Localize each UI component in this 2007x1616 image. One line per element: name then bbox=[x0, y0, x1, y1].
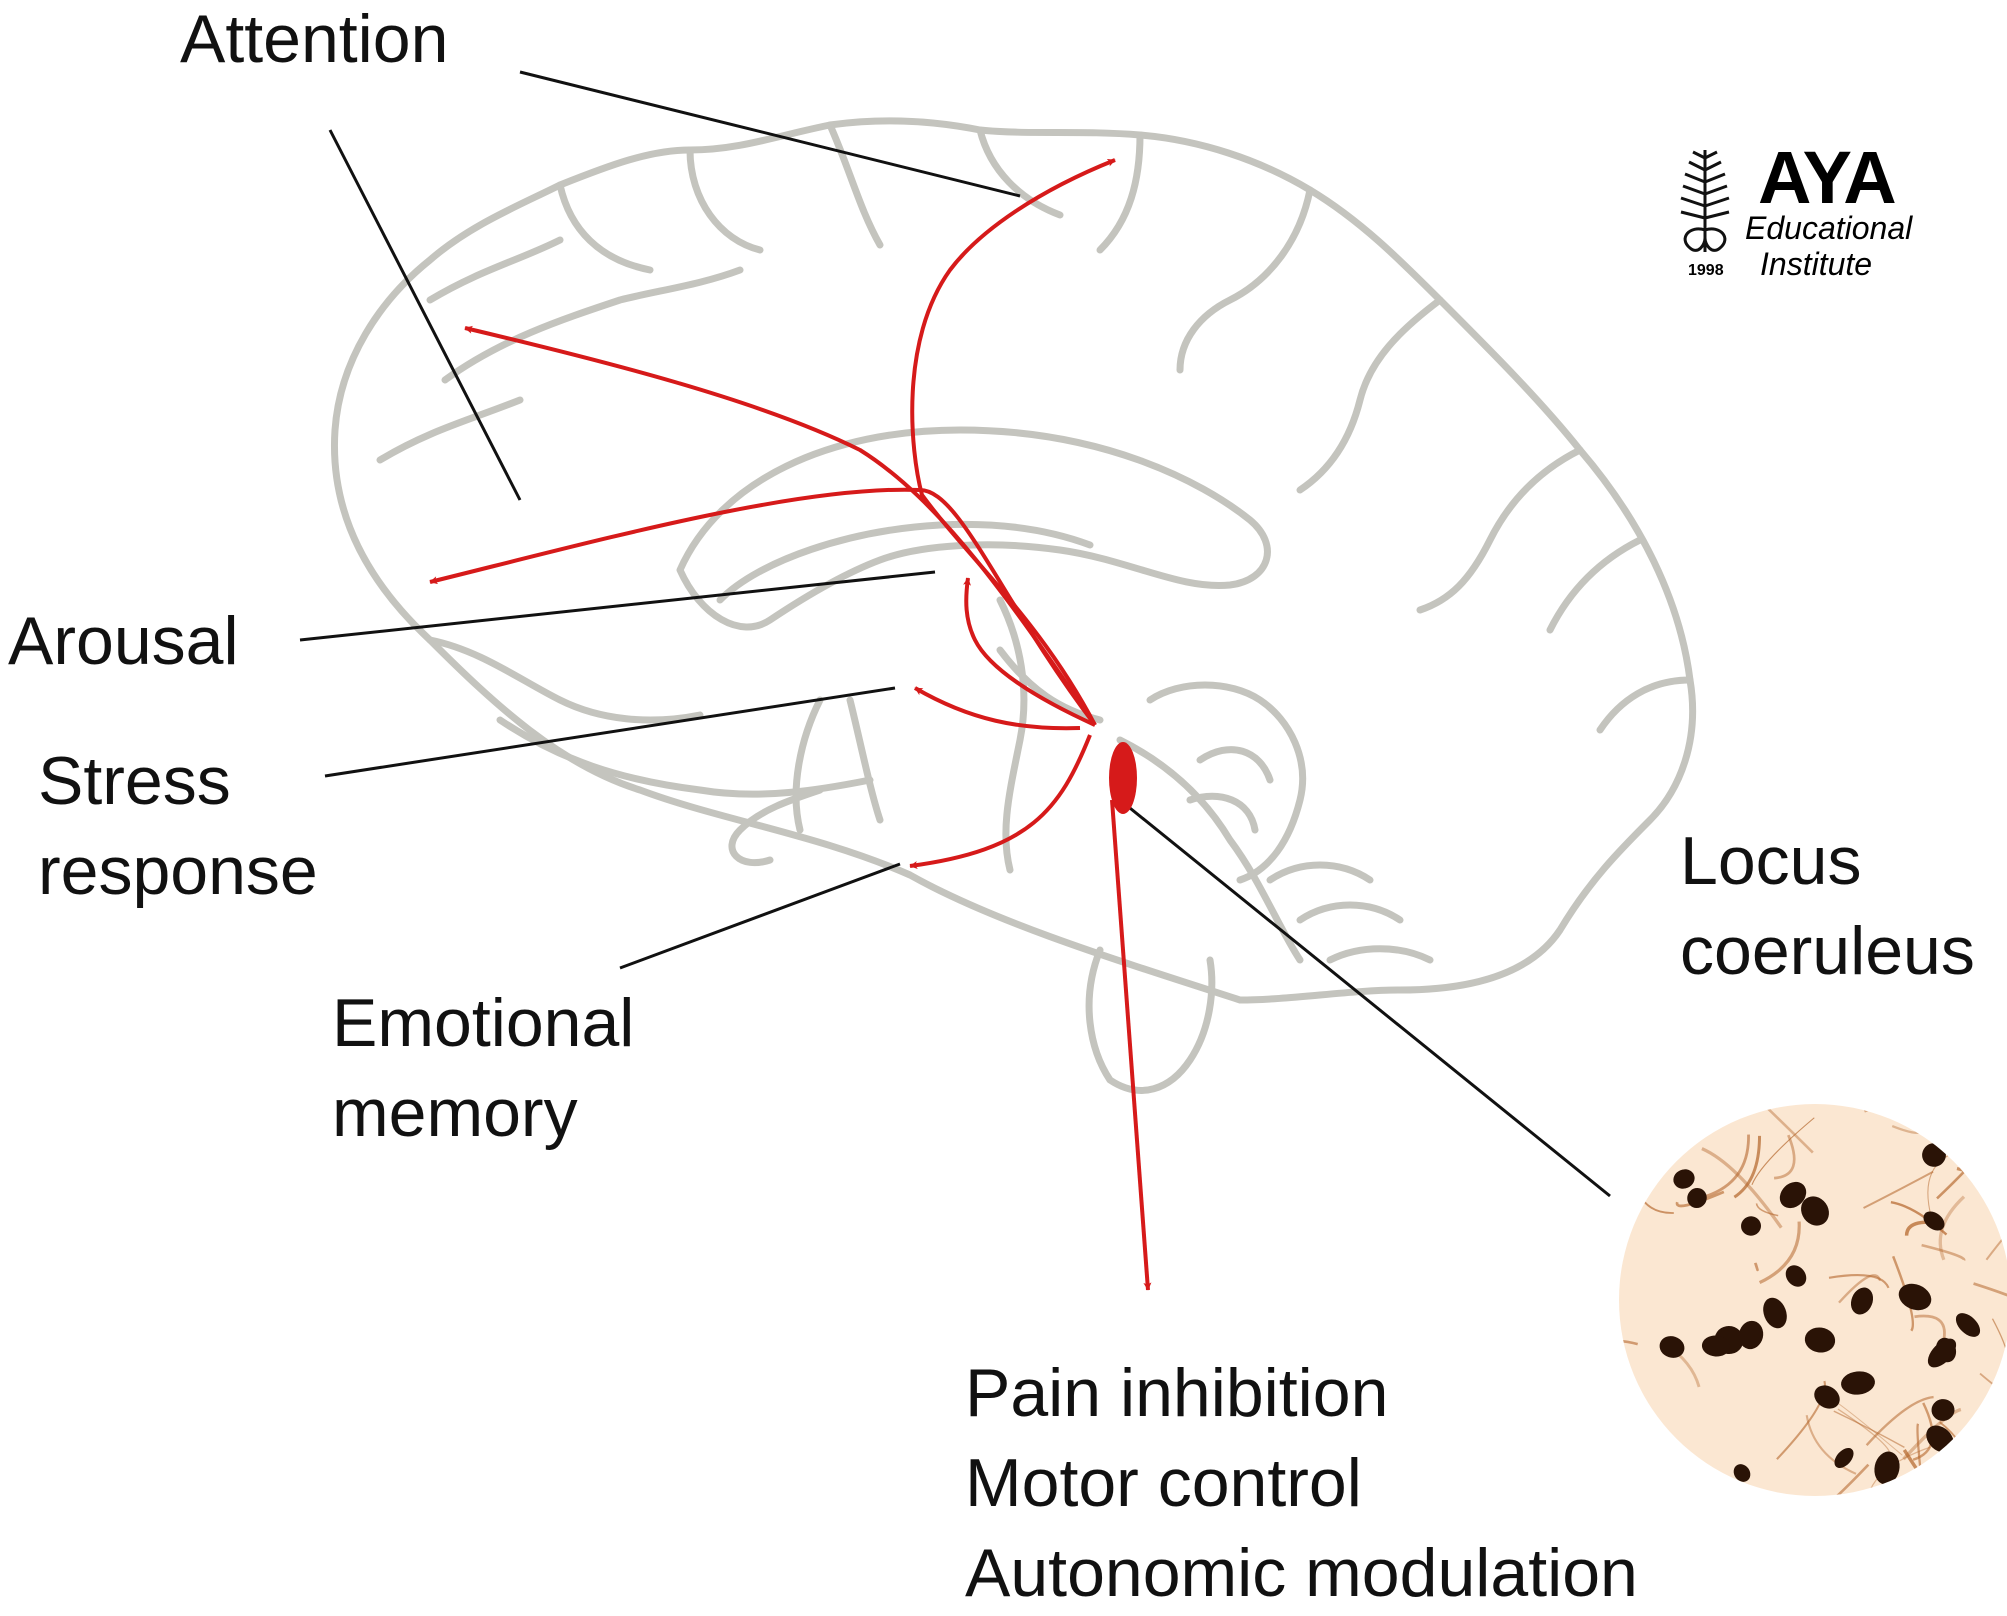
label-motor-control: Motor control bbox=[965, 1440, 1362, 1526]
micrograph-fiber bbox=[1934, 1144, 2001, 1146]
leader-locus bbox=[1120, 800, 1610, 1196]
aya-logo-emblem bbox=[1681, 150, 1729, 252]
leader-attention-b bbox=[330, 130, 520, 500]
projection-emotional bbox=[910, 735, 1090, 866]
micrograph-fiber bbox=[1879, 1485, 1935, 1553]
projection-spinal bbox=[1112, 800, 1148, 1290]
label-emotional-memory-line1: Emotional bbox=[332, 980, 634, 1066]
micrograph-fiber bbox=[1953, 1101, 1975, 1129]
leader-attention-a bbox=[520, 72, 1020, 196]
micrograph-image bbox=[1576, 1063, 2007, 1553]
logo-name: AYA bbox=[1758, 138, 1895, 218]
logo-line2: Institute bbox=[1760, 246, 1872, 282]
label-arousal: Arousal bbox=[8, 598, 239, 684]
projection-thalamus bbox=[966, 578, 1095, 725]
micrograph-fiber bbox=[1650, 1135, 1686, 1158]
label-pain-inhibition: Pain inhibition bbox=[965, 1350, 1388, 1436]
label-emotional-memory-line2: memory bbox=[332, 1070, 578, 1156]
label-autonomic-modulation: Autonomic modulation bbox=[965, 1530, 1638, 1616]
logo-year: 1998 bbox=[1688, 262, 1724, 280]
leader-emotional bbox=[620, 864, 900, 968]
micrograph-fiber bbox=[1650, 1063, 1670, 1106]
micrograph-fiber bbox=[1904, 1450, 1959, 1528]
micrograph-fiber bbox=[1576, 1122, 1641, 1144]
label-stress-response-line2: response bbox=[38, 828, 318, 914]
projection-stress bbox=[915, 688, 1080, 728]
micrograph-fiber bbox=[1586, 1418, 1620, 1464]
micrograph-fiber bbox=[1684, 1115, 1697, 1126]
micrograph-fiber bbox=[1925, 1089, 1993, 1127]
label-stress-response-line1: Stress bbox=[38, 738, 231, 824]
micrograph-fiber bbox=[1941, 1459, 2007, 1491]
label-attention: Attention bbox=[180, 0, 448, 82]
micrograph-fiber bbox=[1965, 1452, 2007, 1517]
logo-line1: Educational bbox=[1745, 210, 1912, 246]
label-locus-coeruleus-line2: coeruleus bbox=[1680, 908, 1975, 994]
micrograph-fiber bbox=[1589, 1125, 1669, 1179]
label-locus-coeruleus-line1: Locus bbox=[1680, 818, 1861, 904]
locus-coeruleus-nucleus bbox=[1109, 742, 1137, 814]
micrograph-fiber bbox=[1964, 1441, 2007, 1514]
